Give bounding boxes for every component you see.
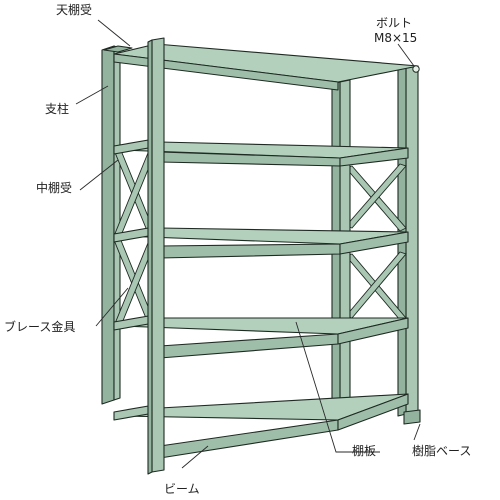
label-bolt-line2: M8×15 <box>374 31 417 45</box>
label-beam: ビーム <box>164 482 200 496</box>
rear-left-post <box>101 45 121 405</box>
left-brace-set <box>113 147 157 329</box>
shelf-level-bottom <box>119 393 409 459</box>
label-brace-fitting: ブレース金具 <box>4 319 75 334</box>
label-shelf-board: 棚板 <box>352 443 376 458</box>
label-bolt-line1: ボルト <box>376 16 412 30</box>
shelf-level-2 <box>119 227 409 259</box>
shelf-level-1 <box>119 141 409 167</box>
leader-lines <box>75 19 421 469</box>
label-post: 支柱 <box>45 101 69 116</box>
bolt-icon <box>412 65 420 73</box>
resin-base <box>403 409 421 425</box>
label-resin-base: 樹脂ベース <box>412 443 471 458</box>
label-middle-shelf-support: 中棚受 <box>36 180 72 195</box>
front-left-post <box>147 37 165 475</box>
label-top-shelf-support: 天棚受 <box>56 2 92 17</box>
